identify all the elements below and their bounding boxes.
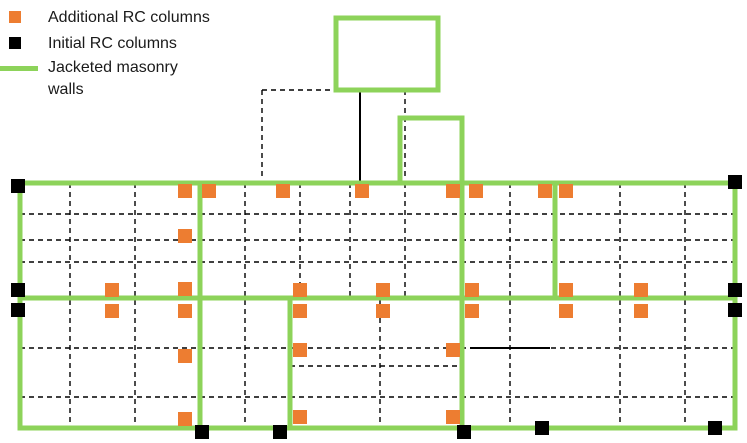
initial-column [11,303,25,317]
additional-column [469,184,483,198]
additional-column [634,283,648,297]
additional-column [178,229,192,243]
additional-column [538,184,552,198]
additional-column [446,410,460,424]
additional-column [634,304,648,318]
additional-column-swatch [9,11,21,23]
legend-label-additional: Additional RC columns [48,9,210,26]
additional-column [376,283,390,297]
jacketed-masonry-walls [17,15,738,431]
additional-column [355,184,369,198]
initial-column [11,179,25,193]
initial-column [195,425,209,439]
additional-column [465,304,479,318]
initial-column-swatch [9,37,21,49]
additional-column [293,283,307,297]
initial-rc-columns [11,175,742,439]
additional-column [178,349,192,363]
legend-label-jacketed: Jacketed masonry [48,59,178,76]
additional-column [559,184,573,198]
initial-column [708,421,722,435]
additional-column [202,184,216,198]
legend-label-initial: Initial RC columns [48,35,177,52]
initial-column [457,425,471,439]
additional-column [178,412,192,426]
legend: Additional RC columns Initial RC columns… [0,0,260,110]
initial-column [728,175,742,189]
additional-column [465,283,479,297]
additional-column [293,343,307,357]
additional-column [276,184,290,198]
additional-column [446,184,460,198]
additional-column [178,304,192,318]
additional-column [178,282,192,296]
additional-column [293,304,307,318]
jacketed-wall-swatch [0,66,38,71]
additional-column [446,343,460,357]
initial-column [728,283,742,297]
initial-column [728,303,742,317]
additional-column [559,283,573,297]
additional-column [559,304,573,318]
additional-column [293,410,307,424]
additional-column [105,304,119,318]
additional-column [376,304,390,318]
initial-column [273,425,287,439]
additional-column [178,184,192,198]
dashed-grid-lines [20,89,735,429]
initial-column [535,421,549,435]
additional-column [105,283,119,297]
initial-column [11,283,25,297]
additional-rc-columns [105,184,648,426]
legend-label-jacketed-line2: walls [48,81,84,98]
